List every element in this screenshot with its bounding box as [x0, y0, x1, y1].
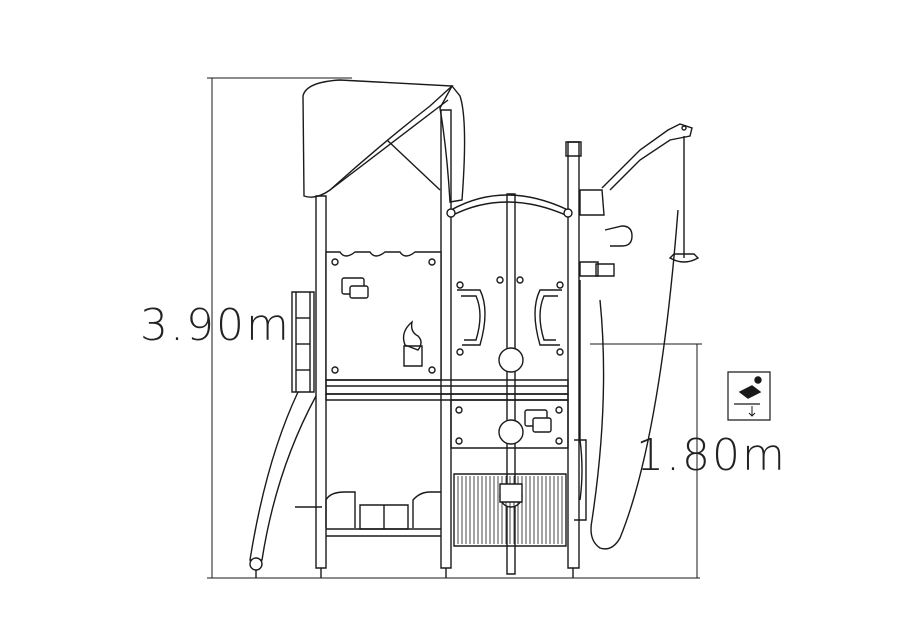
center-arch	[447, 194, 572, 574]
platform-deck	[326, 380, 568, 400]
right-climber	[566, 124, 698, 549]
left-tower-panel	[326, 252, 441, 380]
flame-icon	[404, 322, 422, 366]
lower-panel	[451, 400, 568, 448]
side-ladder	[292, 292, 314, 392]
total-height-label: 3.90m	[140, 300, 291, 351]
climbing-handles	[457, 277, 563, 507]
climbing-net-panel	[454, 474, 566, 546]
platform-height-dimension	[590, 344, 702, 578]
platform-height-label: 1.80m	[636, 430, 787, 481]
total-height-dimension	[207, 78, 700, 578]
bottom-frame	[326, 492, 441, 536]
slide	[250, 392, 316, 578]
fall-height-pictogram-icon	[728, 372, 770, 420]
roof-canopy	[303, 80, 465, 202]
